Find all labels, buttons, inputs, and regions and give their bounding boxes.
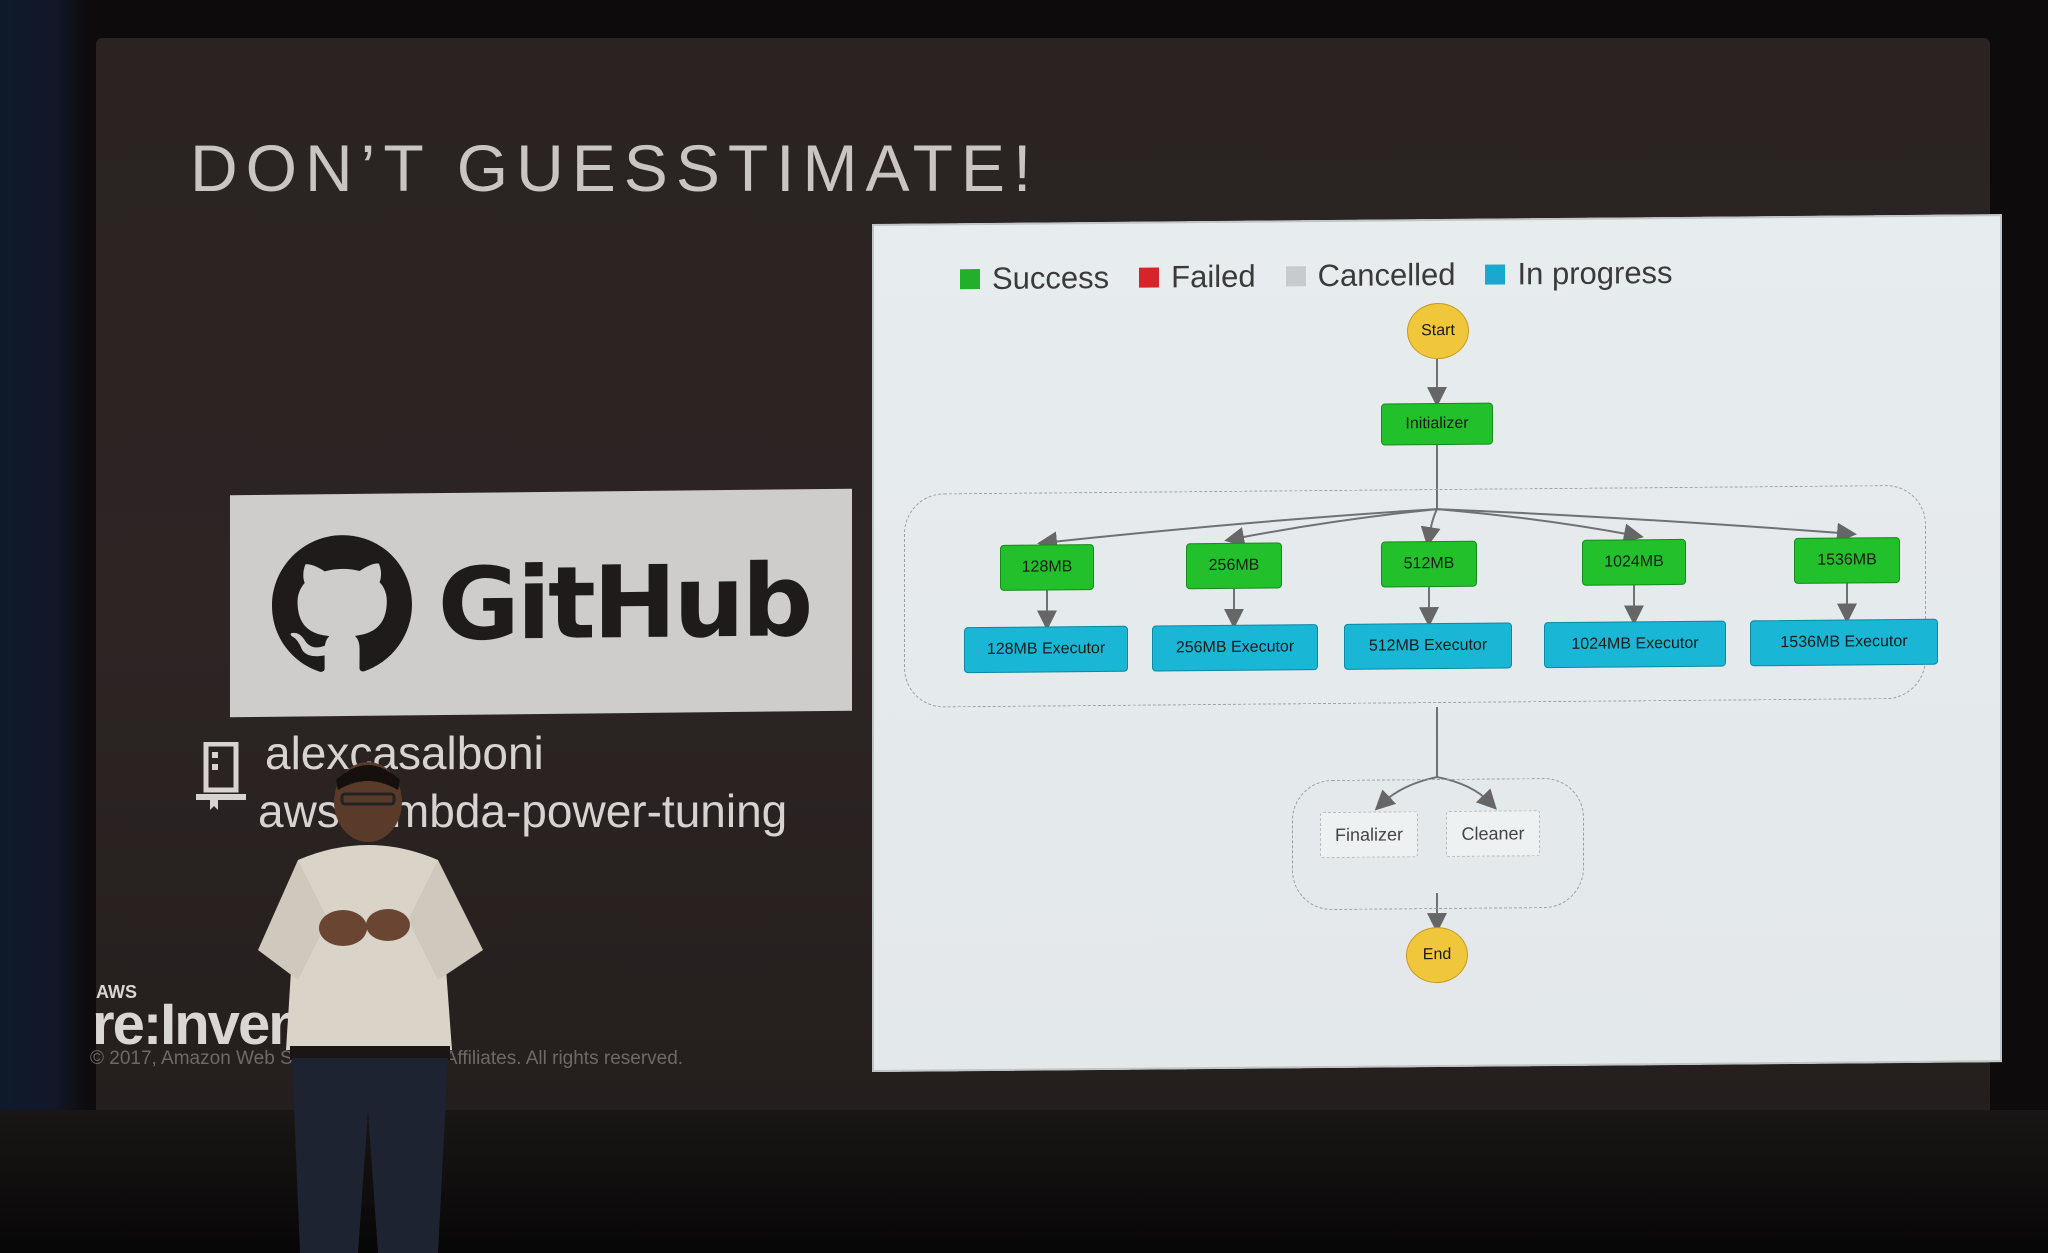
executor-node-128: 128MB Executor [964, 625, 1128, 674]
slide-title: DON’T GUESSTIMATE! [190, 131, 1040, 205]
memory-node-1536: 1536MB [1794, 537, 1900, 584]
repo-icon [196, 742, 246, 810]
memory-node-512: 512MB [1381, 540, 1477, 588]
executor-node-1536: 1536MB Executor [1750, 618, 1938, 667]
reinvent-logo: AWS re:Invent [92, 982, 321, 1058]
memory-node-256: 256MB [1186, 542, 1282, 590]
aws-small-label: AWS [96, 982, 138, 1002]
reinvent-wordmark: re:Invent [92, 992, 321, 1057]
octocat-icon [271, 535, 412, 672]
github-wordmark: GitHub [437, 541, 811, 663]
cleaner-node: Cleaner [1446, 810, 1540, 857]
stage-curtain [0, 0, 90, 1253]
memory-node-128: 128MB [1000, 544, 1094, 591]
step-functions-diagram: Success Failed Cancelled In progress [872, 214, 2002, 1072]
start-node: Start [1407, 302, 1469, 360]
github-banner: GitHub [230, 488, 852, 718]
github-username: alexcasalboni [265, 727, 544, 779]
executor-node-256: 256MB Executor [1152, 624, 1318, 672]
memory-node-1024: 1024MB [1582, 538, 1686, 586]
initializer-node: Initializer [1381, 402, 1493, 446]
executor-node-1024: 1024MB Executor [1544, 620, 1726, 669]
diagram-edges [1037, 359, 1857, 934]
presenter [258, 762, 483, 1253]
finalizer-node: Finalizer [1320, 811, 1418, 859]
parallel-branches-group [904, 484, 1926, 708]
executor-node-512: 512MB Executor [1344, 622, 1512, 670]
end-node: End [1406, 926, 1468, 984]
